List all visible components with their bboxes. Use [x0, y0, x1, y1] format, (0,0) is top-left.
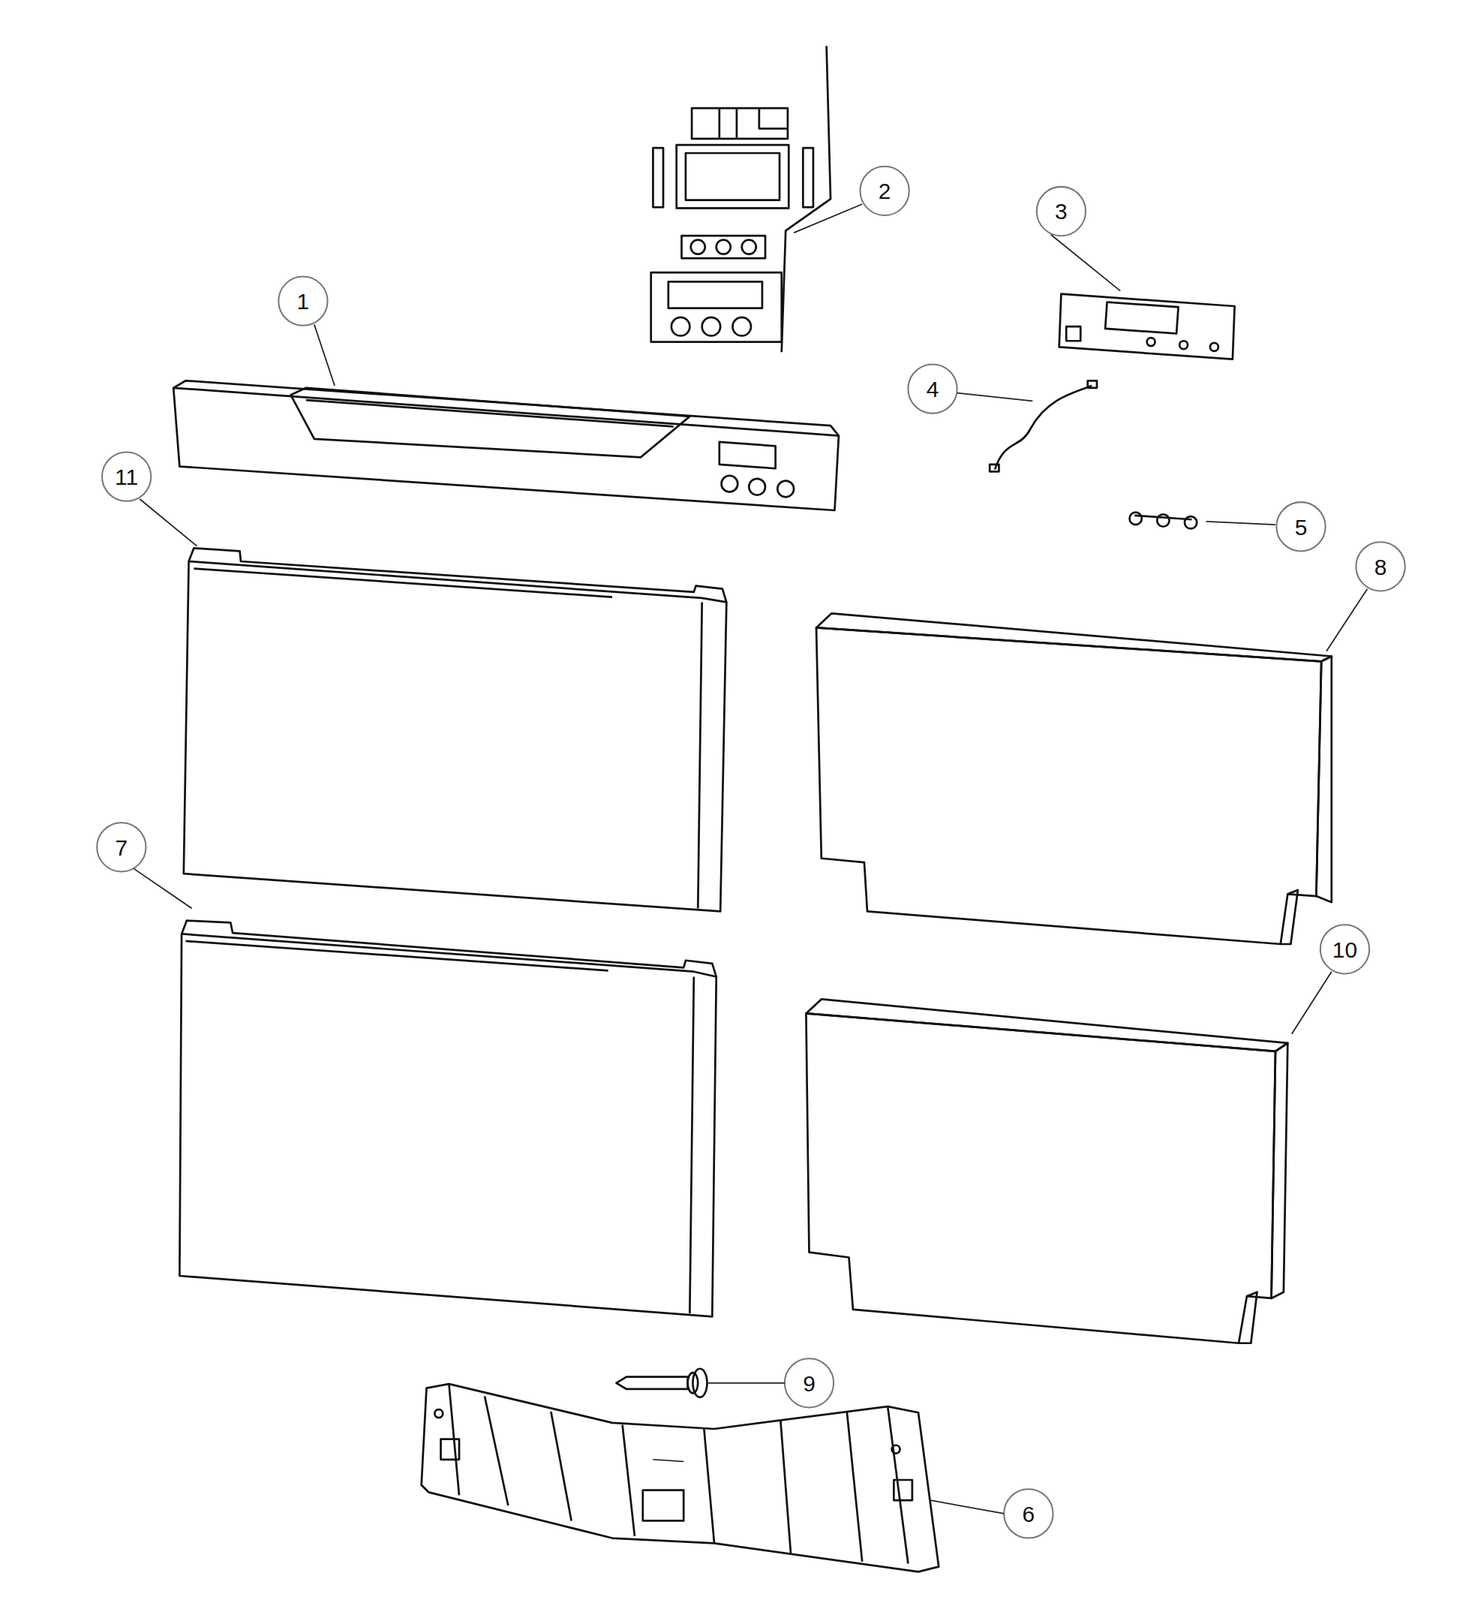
callout-number: 4	[926, 378, 940, 402]
callout-number: 8	[1374, 555, 1388, 579]
callout-number: 6	[1022, 1502, 1036, 1526]
callout-number: 10	[1332, 938, 1358, 962]
callout-number: 3	[1054, 201, 1068, 224]
callout-number: 11	[114, 466, 139, 490]
callout-number: 5	[1294, 516, 1308, 539]
callout-number: 7	[115, 836, 129, 860]
callout-number: 2	[878, 180, 892, 204]
callout-number: 1	[297, 291, 310, 314]
callout-number: 9	[802, 1372, 816, 1395]
